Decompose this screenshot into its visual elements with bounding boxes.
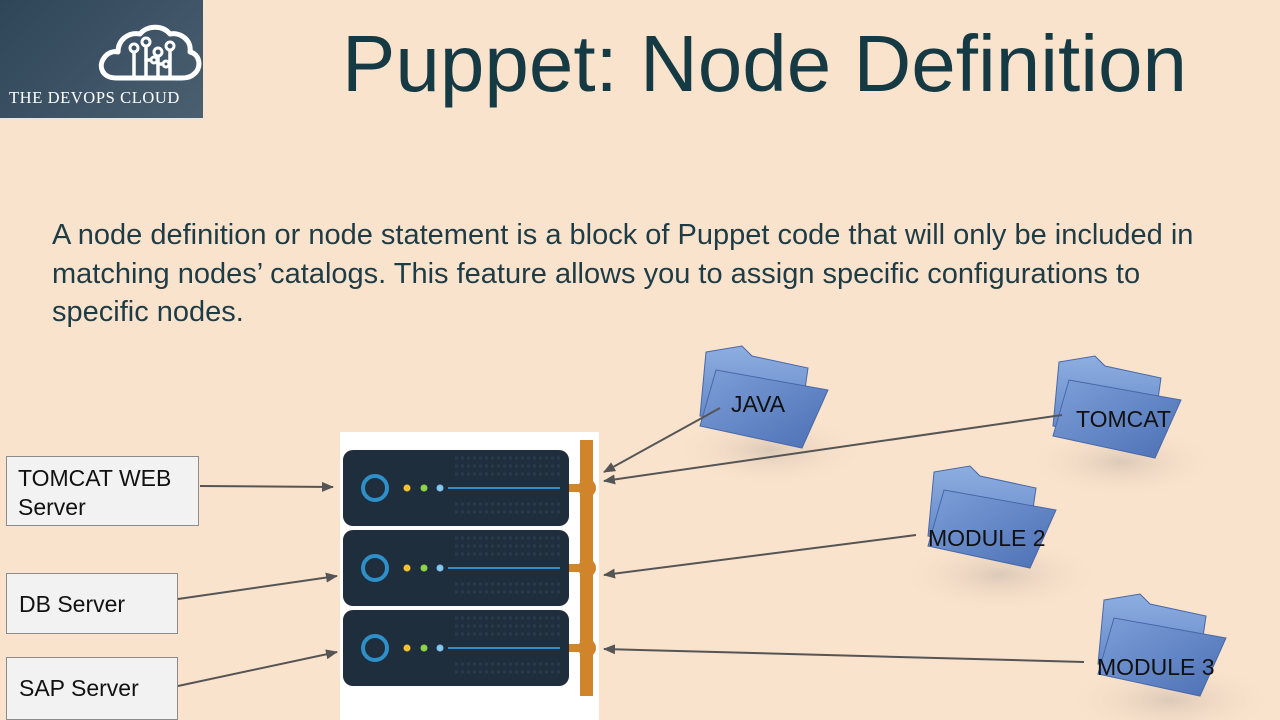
logo-text: THE DEVOPS CLOUD	[9, 88, 180, 107]
cloud-circuit-icon	[98, 24, 202, 81]
arrow-module-2	[603, 534, 917, 579]
server-label-line1: SAP Server	[19, 675, 139, 701]
server-label-db: DB Server	[6, 573, 178, 634]
arrow-tomcat	[603, 414, 1063, 485]
folder-label-module-3: MODULE 3	[1097, 654, 1215, 680]
arrow-tomcat-web-server	[199, 481, 334, 492]
folder-module-3	[1060, 593, 1280, 720]
slide-description: A node definition or node statement is a…	[52, 219, 1194, 328]
folder-module-2	[895, 465, 1105, 615]
server-label-line1: DB Server	[19, 591, 126, 617]
arrow-sap-server	[177, 649, 338, 687]
slide-title: Puppet: Node Definition	[342, 19, 1187, 108]
server-label-line1: TOMCAT WEB	[18, 465, 172, 491]
logo: THE DEVOPS CLOUD	[0, 0, 203, 120]
folder-java	[670, 345, 870, 488]
server-label-tomcat-web: TOMCAT WEB Server	[6, 456, 199, 526]
server-label-sap: SAP Server	[6, 657, 178, 720]
arrow-java	[603, 407, 721, 473]
folder-label-java: JAVA	[731, 391, 786, 417]
arrow-db-server	[177, 572, 338, 600]
arrow-module-3	[603, 644, 1085, 663]
server-label-line2: Server	[18, 494, 86, 520]
folder-label-module-2: MODULE 2	[928, 525, 1046, 551]
folder-tomcat	[1022, 355, 1222, 500]
folder-label-tomcat: TOMCAT	[1076, 406, 1171, 432]
server-rack-icon	[340, 432, 599, 720]
